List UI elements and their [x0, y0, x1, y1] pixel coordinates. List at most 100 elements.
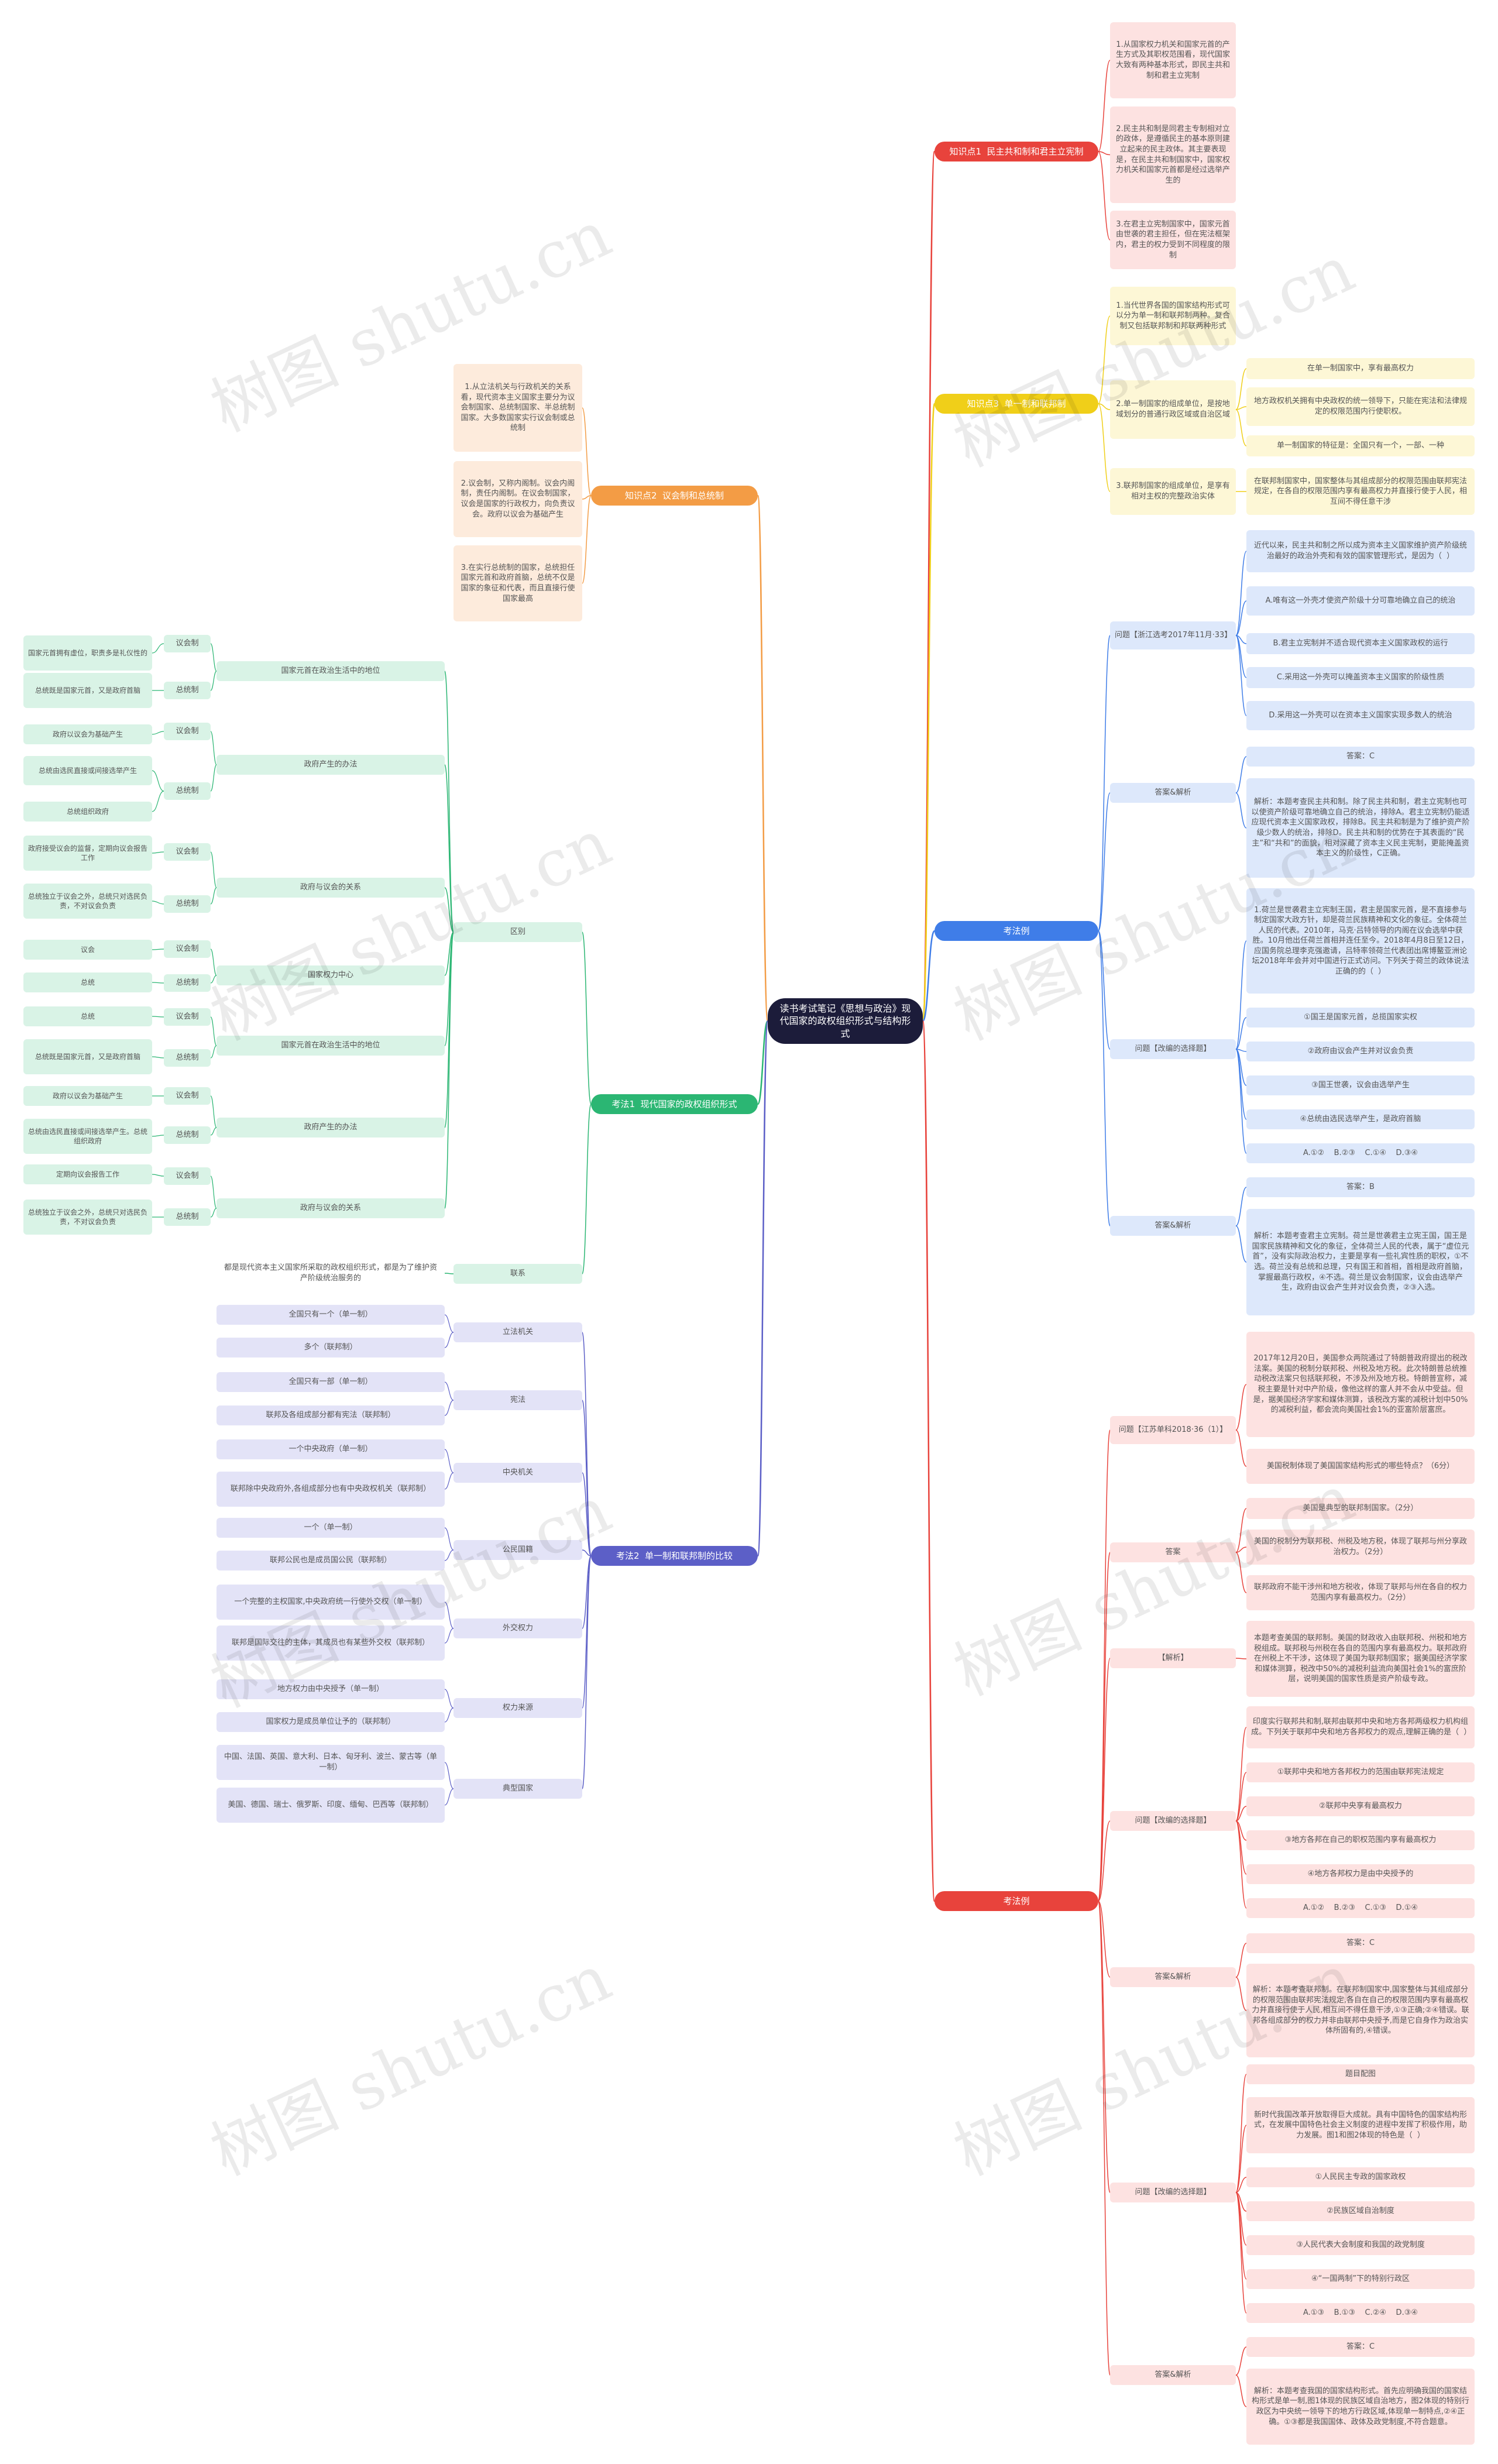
kfl-blue-a1-item-1[interactable]: 解析：本题考查民主共和制。除了民主共和制，君主立宪制也可以使资产阶级可靠地确立自… [1246, 778, 1475, 878]
ex1-g5-type-1[interactable]: 总统制 [164, 1126, 211, 1144]
kfl-red-ans-item-2[interactable]: 联邦政府不能干涉州和地方税收，体现了联邦与州在各自的权力范围内享有最高权力。（2… [1246, 1575, 1475, 1610]
kfl-red-q1-item-0[interactable]: 2017年12月20日，美国参众两院通过了特朗普政府提出的税改法案。美国的税制分… [1246, 1332, 1475, 1437]
kfl-red-q3-item-5[interactable]: ④“一国两制”下的特别行政区 [1246, 2269, 1475, 2289]
ex2-group-5[interactable]: 权力来源 [453, 1698, 582, 1718]
ex1-g2-type-0[interactable]: 议会制 [164, 843, 211, 861]
ex1-g0-text-1[interactable]: 总统既是国家元首，又是政府首脑 [23, 673, 152, 708]
ex1-g1-type-1[interactable]: 总统制 [164, 782, 211, 800]
kfl-red-q3-item-2[interactable]: ①人民民主专政的国家政权 [1246, 2167, 1475, 2187]
kfl-blue-q1-item-2[interactable]: B.君主立宪制并不适合现代资本主义国家政权的运行 [1246, 633, 1475, 654]
kfl-blue-q1-item-0[interactable]: 近代以来，民主共和制之所以成为资本主义国家维护资产阶级统治最好的政治外壳和有效的… [1246, 530, 1475, 572]
kfl-blue-q2[interactable]: 问题【改编的选择题】 [1110, 1039, 1236, 1059]
kfl-red-ans-item-0[interactable]: 美国是典型的联邦制国家。（2分） [1246, 1498, 1475, 1519]
ex2-group-0[interactable]: 立法机关 [453, 1322, 582, 1342]
kfl-red-q1-item-1[interactable]: 美国税制体现了美国国家结构形式的哪些特点？（6分） [1246, 1449, 1475, 1484]
ex1-group-1[interactable]: 政府产生的办法 [217, 755, 445, 775]
ex1-lianxi[interactable]: 联系 [453, 1264, 582, 1284]
kfl-red-q2-item-4[interactable]: ④地方各邦权力是由中央授予的 [1246, 1864, 1475, 1884]
k1-item-1[interactable]: 2.民主共和制是同君主专制相对立的政体，是遵循民主的基本原则建立起来的民主政体。… [1110, 106, 1236, 203]
kfl-blue-a1[interactable]: 答案&解析 [1110, 783, 1236, 803]
ex1-g3-text-0[interactable]: 议会 [23, 940, 152, 960]
ex1-g5-type-0[interactable]: 议会制 [164, 1087, 211, 1105]
branch-k1[interactable]: 知识点1 民主共和制和君主立宪制 [934, 142, 1098, 161]
ex2-g4-item-0[interactable]: 一个完整的主权国家,中央政府统一行使外交权（单一制） [217, 1585, 445, 1620]
root-node[interactable]: 读书考试笔记《思想与政治》现代国家的政权组织形式与结构形式 [768, 998, 923, 1044]
ex1-group-3[interactable]: 国家权力中心 [217, 965, 445, 985]
ex1-group-2[interactable]: 政府与议会的关系 [217, 878, 445, 898]
kfl-red-jx[interactable]: 【解析】 [1110, 1648, 1236, 1668]
kfl-blue-a1-item-0[interactable]: 答案：C [1246, 747, 1475, 767]
ex2-g3-item-1[interactable]: 联邦公民也是成员国公民（联邦制） [217, 1551, 445, 1571]
k2-item-0[interactable]: 1.从立法机关与行政机关的关系看，现代资本主义国家主要分为议会制国家、总统制国家… [453, 364, 582, 452]
kfl-red-a2[interactable]: 答案&解析 [1110, 1967, 1236, 1987]
ex1-g4-text-0[interactable]: 总统 [23, 1006, 152, 1026]
kfl-blue-q2-item-5[interactable]: A.①② B.②③ C.①④ D.③④ [1246, 1143, 1475, 1163]
branch-ex2[interactable]: 考法2 单一制和联邦制的比较 [591, 1546, 758, 1566]
ex2-g5-item-0[interactable]: 地方权力由中央授予（单一制） [217, 1679, 445, 1699]
k1-item-2[interactable]: 3.在君主立宪制国家中，国家元首由世袭的君主担任，但在宪法框架内，君主的权力受到… [1110, 211, 1236, 269]
kfl-red-a2-item-0[interactable]: 答案：C [1246, 1933, 1475, 1953]
ex2-g3-item-0[interactable]: 一个（单一制） [217, 1518, 445, 1538]
ex1-g1-text-2[interactable]: 总统组织政府 [23, 802, 152, 822]
kfl-red-q3-item-6[interactable]: A.①③ B.①③ C.②④ D.③④ [1246, 2303, 1475, 2323]
ex1-g6-type-0[interactable]: 议会制 [164, 1167, 211, 1185]
ex1-lianxi-text[interactable]: 都是现代资本主义国家所采取的政权组织形式，都是为了维护资产阶级统治服务的 [217, 1255, 445, 1292]
ex2-group-3[interactable]: 公民国籍 [453, 1540, 582, 1560]
kfl-blue-q2-item-1[interactable]: ①国王是国家元首，总揽国家实权 [1246, 1008, 1475, 1027]
kfl-blue-q1-item-4[interactable]: D.采用这一外壳可以在资本主义国家实现多数人的统治 [1246, 701, 1475, 730]
kfl-blue-a2-item-0[interactable]: 答案：B [1246, 1177, 1475, 1197]
kfl-red-q3[interactable]: 问题【改编的选择题】 [1110, 2183, 1236, 2202]
ex1-group-6[interactable]: 政府与议会的关系 [217, 1198, 445, 1218]
branch-kfl-blue[interactable]: 考法例 [934, 921, 1098, 941]
ex1-g2-text-1[interactable]: 总统独立于议会之外，总统只对选民负责，不对议会负责 [23, 884, 152, 919]
ex2-g0-item-1[interactable]: 多个（联邦制） [217, 1338, 445, 1358]
kfl-red-q2[interactable]: 问题【改编的选择题】 [1110, 1811, 1236, 1831]
ex1-g3-type-0[interactable]: 议会制 [164, 940, 211, 958]
kfl-red-q2-item-2[interactable]: ②联邦中央享有最高权力 [1246, 1796, 1475, 1816]
branch-k2[interactable]: 知识点2 议会制和总统制 [591, 486, 758, 506]
branch-ex1[interactable]: 考法1 现代国家的政权组织形式 [591, 1094, 758, 1114]
ex1-g0-text-0[interactable]: 国家元首拥有虚位，职责多是礼仪性的 [23, 635, 152, 671]
k2-item-1[interactable]: 2.议会制，又称内阁制。议会内阁制，责任内阁制。在议会制国家，议会是国家的行政权… [453, 461, 582, 537]
kfl-blue-q2-item-4[interactable]: ④总统由选民选举产生，是政府首脑 [1246, 1109, 1475, 1129]
k3-sub2-1[interactable]: 地方政权机关拥有中央政权的统一领导下，只能在宪法和法律规定的权限范围内行使职权。 [1246, 387, 1475, 426]
kfl-red-q2-item-5[interactable]: A.①② B.②③ C.①③ D.①④ [1246, 1898, 1475, 1918]
kfl-red-q3-item-1[interactable]: 新时代我国改革开放取得巨大成就。具有中国特色的国家结构形式，在发展中国特色社会主… [1246, 2097, 1475, 2153]
kfl-red-ans-item-1[interactable]: 美国的税制分为联邦税、州税及地方税，体现了联邦与州分享政治权力。（2分） [1246, 1530, 1475, 1565]
kfl-blue-q2-item-3[interactable]: ③国王世袭，议会由选举产生 [1246, 1075, 1475, 1095]
kfl-blue-q1-item-3[interactable]: C.采用这一外壳可以掩盖资本主义国家的阶级性质 [1246, 667, 1475, 688]
kfl-red-q2-item-0[interactable]: 印度实行联邦共和制,联邦由联邦中央和地方各邦两级权力机构组成。下列关于联邦中央和… [1246, 1706, 1475, 1748]
ex2-group-2[interactable]: 中央机关 [453, 1463, 582, 1483]
ex2-g4-item-1[interactable]: 联邦是国际交往的主体，其成员也有某些外交权（联邦制） [217, 1626, 445, 1661]
k3-sub3-0[interactable]: 在联邦制国家中，国家整体与其组成部分的权限范围由联邦宪法规定，在各自的权限范围内… [1246, 468, 1475, 515]
ex2-g5-item-1[interactable]: 国家权力是成员单位让予的（联邦制） [217, 1712, 445, 1732]
ex1-g4-type-0[interactable]: 议会制 [164, 1008, 211, 1026]
ex1-g4-text-1[interactable]: 总统既是国家元首，又是政府首脑 [23, 1039, 152, 1074]
kfl-red-q2-item-3[interactable]: ③地方各邦在自己的职权范围内享有最高权力 [1246, 1830, 1475, 1850]
ex1-g1-text-0[interactable]: 政府以议会为基础产生 [23, 724, 152, 744]
ex1-g1-type-0[interactable]: 议会制 [164, 723, 211, 740]
kfl-red-a3-item-1[interactable]: 解析：本题考查我国的国家结构形式。首先应明确我国的国家结构形式是单一制,图1体现… [1246, 2369, 1475, 2445]
ex1-g2-text-0[interactable]: 政府接受议会的监督，定期向议会报告工作 [23, 836, 152, 871]
ex2-g2-item-0[interactable]: 一个中央政府（单一制） [217, 1439, 445, 1459]
ex1-group-0[interactable]: 国家元首在政治生活中的地位 [217, 661, 445, 681]
branch-k3[interactable]: 知识点3 单一制和联邦制 [934, 394, 1098, 414]
k3-item-1[interactable]: 2.单一制国家的组成单位，是按地域划分的普通行政区域或自治区域 [1110, 380, 1236, 439]
kfl-blue-q1[interactable]: 问题【浙江选考2017年11月·33】 [1110, 621, 1236, 649]
ex1-g2-type-1[interactable]: 总统制 [164, 895, 211, 913]
ex1-qubie[interactable]: 区别 [453, 922, 582, 942]
kfl-red-q3-item-0[interactable]: 题目配图 [1246, 2064, 1475, 2084]
ex1-group-4[interactable]: 国家元首在政治生活中的地位 [217, 1036, 445, 1056]
ex2-group-1[interactable]: 宪法 [453, 1390, 582, 1410]
ex2-g6-item-0[interactable]: 中国、法国、英国、意大利、日本、匈牙利、波兰、蒙古等（单一制） [217, 1745, 445, 1780]
kfl-red-q3-item-4[interactable]: ③人民代表大会制度和我国的政党制度 [1246, 2235, 1475, 2255]
ex1-g6-text-1[interactable]: 总统独立于议会之外，总统只对选民负责，不对议会负责 [23, 1200, 152, 1235]
ex1-g0-type-0[interactable]: 议会制 [164, 635, 211, 652]
kfl-red-a3-item-0[interactable]: 答案：C [1246, 2337, 1475, 2357]
branch-kfl-red[interactable]: 考法例 [934, 1891, 1098, 1911]
ex1-g6-type-1[interactable]: 总统制 [164, 1208, 211, 1226]
k3-item-2[interactable]: 3.联邦制国家的组成单位，是享有相对主权的完整政治实体 [1110, 468, 1236, 515]
kfl-red-a2-item-1[interactable]: 解析：本题考查联邦制。在联邦制国家中,国家整体与其组成部分的权限范围由联邦宪法规… [1246, 1964, 1475, 2057]
ex2-g0-item-0[interactable]: 全国只有一个（单一制） [217, 1305, 445, 1325]
ex1-g3-type-1[interactable]: 总统制 [164, 974, 211, 992]
